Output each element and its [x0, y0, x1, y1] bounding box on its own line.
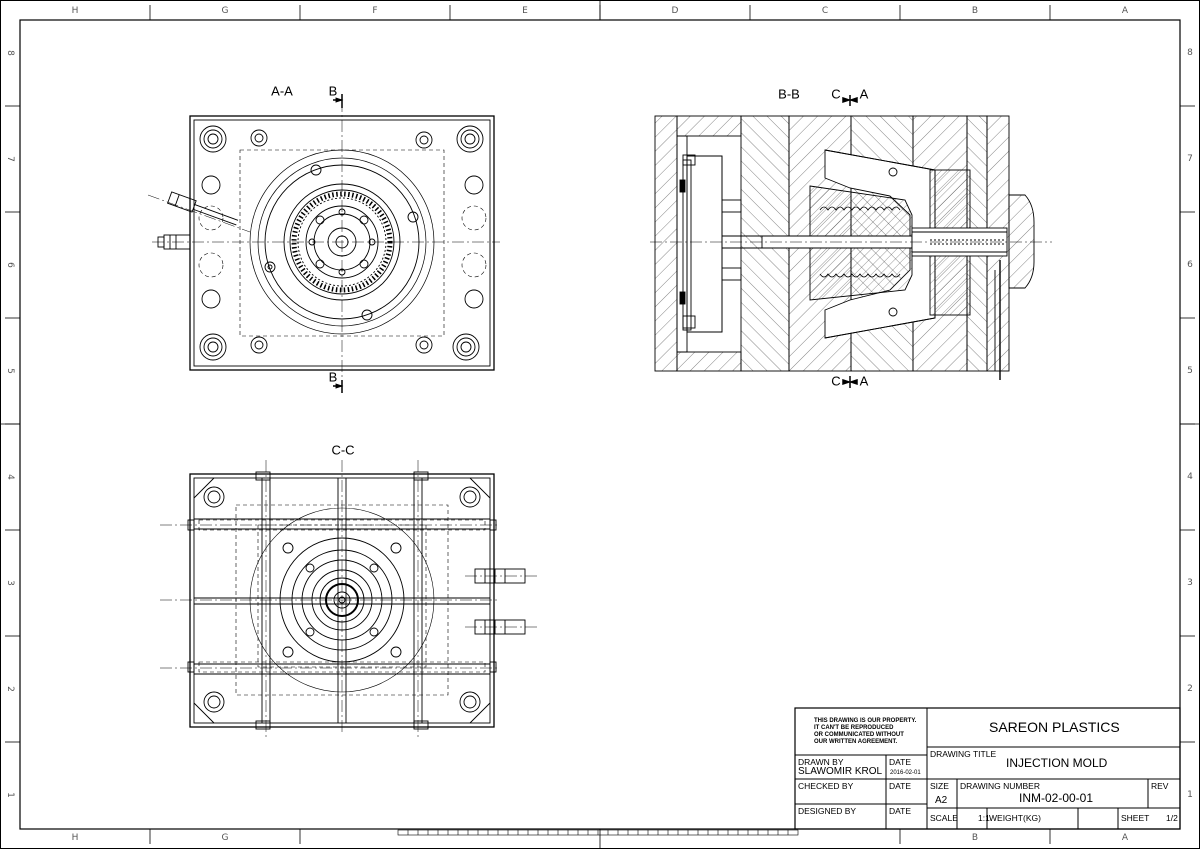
view-cc-drawing — [160, 460, 540, 740]
zone-row-right-1: 1 — [1187, 790, 1193, 800]
zone-row-left-5: 5 — [5, 368, 15, 374]
zone-col-top-g: G — [221, 6, 229, 16]
zone-col-bottom-g: G — [221, 833, 229, 843]
checked-by-label: CHECKED BY — [798, 781, 854, 791]
scale-label: SCALE — [930, 813, 958, 823]
view-cc-title: C-C — [331, 442, 355, 458]
zone-col-bottom-h: H — [71, 833, 79, 843]
drawing-number-label: DRAWING NUMBER — [960, 781, 1040, 791]
zone-col-top-f: F — [372, 6, 378, 16]
property-notice-line: OR COMMUNICATED WITHOUT — [814, 732, 904, 738]
rev-label: REV — [1151, 781, 1169, 791]
designed-by-label: DESIGNED BY — [798, 806, 857, 816]
zone-row-right-4: 4 — [1187, 472, 1193, 482]
company-name: SAREON PLASTICS — [989, 719, 1120, 735]
zone-col-bottom-a: A — [1121, 833, 1129, 843]
property-notice-line: THIS DRAWING IS OUR PROPERTY. — [814, 718, 917, 724]
zone-row-left-7: 7 — [5, 156, 15, 162]
view-bb-cut-top-left-label: C — [831, 86, 841, 102]
weight-label: WEIGHT(KG) — [989, 813, 1041, 823]
property-notice-line: IT CAN'T BE REPRODUCED — [814, 725, 894, 731]
view-bb-cut-bottom-right-label: A — [859, 373, 869, 389]
zone-row-right-5: 5 — [1187, 366, 1193, 376]
drawn-by-label: DRAWN BY — [798, 757, 844, 767]
checked-date-label: DATE — [889, 781, 912, 791]
date-value: 2016-02-01 — [890, 770, 921, 776]
zone-row-left-4: 4 — [5, 474, 15, 480]
zone-row-right-8: 8 — [1187, 48, 1193, 58]
drawing-title: INJECTION MOLD — [1006, 756, 1108, 770]
zone-col-top-a: A — [1121, 6, 1129, 16]
zone-row-left-6: 6 — [5, 262, 15, 268]
zone-row-right-6: 6 — [1187, 260, 1193, 270]
designed-date-label: DATE — [889, 806, 912, 816]
property-notice: THIS DRAWING IS OUR PROPERTY. IT CAN'T B… — [814, 718, 924, 746]
zone-row-left-8: 8 — [5, 50, 15, 56]
sheet-value: 1/2 — [1166, 813, 1178, 823]
size-label: SIZE — [930, 781, 949, 791]
view-aa-cut-bottom-label: B — [328, 369, 338, 385]
zone-col-top-e: E — [522, 6, 528, 16]
scale-value: 1:1 — [978, 813, 990, 823]
drawing-number: INM-02-00-01 — [1019, 791, 1094, 805]
zone-row-right-3: 3 — [1187, 578, 1193, 588]
view-aa-cut-top-label: B — [328, 83, 338, 99]
size-value: A2 — [935, 795, 948, 806]
view-bb-title: B-B — [778, 86, 800, 102]
view-aa-title: A-A — [271, 83, 293, 99]
drawn-by-value: SLAWOMIR KROL — [798, 766, 883, 777]
zone-row-left-3: 3 — [5, 580, 15, 586]
title-block-frame — [794, 707, 1181, 830]
zone-row-left-2: 2 — [5, 686, 15, 692]
view-aa-drawing — [147, 94, 500, 393]
drawing-title-label: DRAWING TITLE — [930, 749, 997, 759]
zone-col-bottom-b: B — [971, 833, 979, 843]
zone-row-right-7: 7 — [1187, 154, 1193, 164]
zone-row-right-2: 2 — [1187, 684, 1193, 694]
zone-col-top-b: B — [971, 6, 979, 16]
sheet-label: SHEET — [1121, 813, 1150, 823]
zone-row-left-1: 1 — [5, 792, 15, 798]
view-bb-cut-bottom-left-label: C — [831, 373, 841, 389]
zone-col-top-d: D — [671, 6, 679, 16]
view-bb-cut-top-right-label: A — [859, 86, 869, 102]
date-label: DATE — [889, 757, 912, 767]
view-bb-drawing — [650, 95, 1052, 388]
zone-col-top-h: H — [71, 6, 79, 16]
property-notice-line: OUR WRITTEN AGREEMENT. — [814, 739, 898, 745]
zone-col-top-c: C — [821, 6, 829, 16]
